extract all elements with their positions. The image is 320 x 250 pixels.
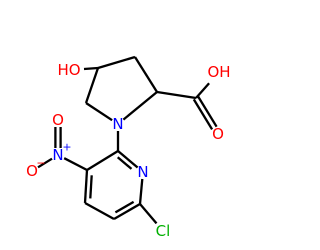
pyridine-nitrogen-label: N [137,163,148,181]
single-bond-a17-a18 [37,157,53,169]
hydroxyl-oxygen-label: HO [57,61,80,79]
double-bond-main-a15-a16 [83,169,89,204]
nitro-oxygen-label: O [26,162,38,180]
single-bond-a7-a8 [195,82,210,99]
single-bond-a16-a10 [86,150,119,171]
pyrrolidine-nitrogen-label: N [112,115,123,133]
single-bond-a1-a2 [83,66,99,71]
nitro-nitrogen-charge: + [62,141,71,154]
single-bond-a2-a3 [97,55,136,70]
single-bond-a3-a4 [134,56,158,93]
carbonyl-oxygen-label: O [212,125,224,143]
double-bond-main-a10-a11 [117,150,139,169]
nitro-oxygen-charge: − [36,157,45,170]
single-bond-a4-a5 [122,91,158,121]
double-bond-b-a7-a9 [197,96,218,128]
single-bond-a6-a2 [84,67,100,104]
double-bond-inner-a12-a14 [114,200,135,214]
carboxyl-hydroxyl-label: OH [207,63,230,81]
single-bond-a4-a7 [156,90,197,100]
single-bond-a16-a17 [63,157,88,172]
single-bond-a12-a13 [139,203,158,225]
chlorine-label: Cl [156,222,171,240]
double-bond-main-a12-a14 [113,203,141,220]
single-bond-a5-a6 [85,102,113,122]
single-bond-a14-a15 [84,201,115,221]
single-bond-a11-a12 [138,178,144,205]
double-bond-inner-a15-a16 [89,175,93,199]
double-bond-inner-a10-a11 [116,156,133,170]
nitro-nitrogen-label: N [52,146,63,164]
bonds-layer [37,55,218,225]
double-bond-a-a7-a9 [192,98,214,130]
nitro-double-oxygen-label: O [52,111,64,129]
